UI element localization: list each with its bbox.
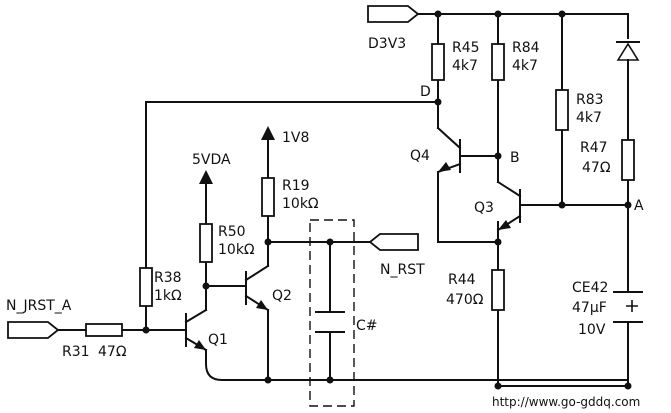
supply-1v8-arrow: [261, 126, 275, 140]
label-1v8: 1V8: [282, 130, 309, 146]
pin-n-jrst-a: [7, 321, 60, 339]
label-r83-name: R83: [576, 92, 604, 108]
supply-arrows: [199, 126, 275, 197]
label-n-jrst-a: N_JRST_A: [6, 298, 72, 314]
capacitors: [309, 219, 643, 407]
wire-d-line: [145, 101, 439, 269]
transistor-q1: [184, 308, 208, 352]
label-r19-value: 10kΩ: [282, 196, 319, 212]
supply-5vda-arrow: [199, 170, 213, 184]
wire-q1-emitter: [205, 349, 224, 382]
label-r47-name: R47: [580, 140, 608, 156]
resistor-r31: [85, 323, 123, 337]
resistor-r19: [261, 177, 275, 217]
resistor-r44: [491, 269, 505, 311]
label-n-rst: N_RST: [380, 262, 425, 278]
label-ce42-voltage: 10V: [578, 322, 606, 338]
label-r38-value: 1kΩ: [154, 288, 182, 304]
capacitor-ce42-plus-sign: [626, 300, 638, 312]
label-ce42-name: CE42: [572, 280, 608, 296]
resistor-r47: [621, 139, 635, 181]
diode: [616, 41, 640, 69]
label-r83-value: 4k7: [576, 110, 602, 126]
label-r31-name: R31: [62, 344, 90, 360]
diode-body: [616, 42, 640, 61]
resistors: [85, 43, 635, 337]
label-node-a: A: [634, 198, 644, 214]
pin-connectors: [7, 5, 420, 339]
label-5vda: 5VDA: [192, 152, 231, 168]
label-r45-value: 4k7: [452, 58, 478, 74]
label-d3v3: D3V3: [368, 36, 406, 52]
resistor-r84: [491, 43, 505, 81]
label-r44-name: R44: [448, 272, 476, 288]
label-cx: C#: [356, 318, 378, 334]
label-r84-value: 4k7: [512, 58, 538, 74]
labels: D3V3 R45 4k7 R84 4k7 R83 4k7 R47 47Ω D B…: [6, 36, 644, 409]
label-r44-value: 470Ω: [446, 292, 484, 308]
label-r31-value: 47Ω: [98, 344, 127, 360]
resistor-r45: [431, 43, 445, 81]
label-watermark: http://www.go-gddq.com: [492, 395, 640, 409]
transistors: [184, 126, 522, 352]
resistor-r50: [199, 223, 213, 263]
label-node-b: B: [510, 150, 520, 166]
wire-q4-emitter: [437, 171, 499, 243]
label-r38-name: R38: [154, 270, 182, 286]
transistor-q4: [436, 126, 499, 174]
transistor-q3: [496, 180, 522, 232]
label-node-d: D: [420, 84, 431, 100]
label-q1: Q1: [208, 332, 228, 348]
capacitor-cx-dashed-outline: [309, 219, 355, 407]
label-r50-value: 10kΩ: [218, 242, 255, 258]
resistor-r83: [555, 89, 569, 131]
label-ce42-value: 47μF: [572, 300, 607, 316]
label-q3: Q3: [474, 200, 494, 216]
label-r19-name: R19: [282, 178, 310, 194]
pin-n-rst: [368, 233, 419, 251]
label-q4: Q4: [410, 148, 430, 164]
label-r84-name: R84: [512, 40, 540, 56]
label-q2: Q2: [272, 288, 292, 304]
resistor-r38: [139, 267, 153, 307]
junction-dots: [142, 10, 632, 390]
pin-d3v3: [367, 5, 420, 23]
transistor-q2: [244, 264, 270, 312]
label-r45-name: R45: [452, 40, 480, 56]
label-r47-value: 47Ω: [582, 160, 611, 176]
label-r50-name: R50: [218, 224, 246, 240]
